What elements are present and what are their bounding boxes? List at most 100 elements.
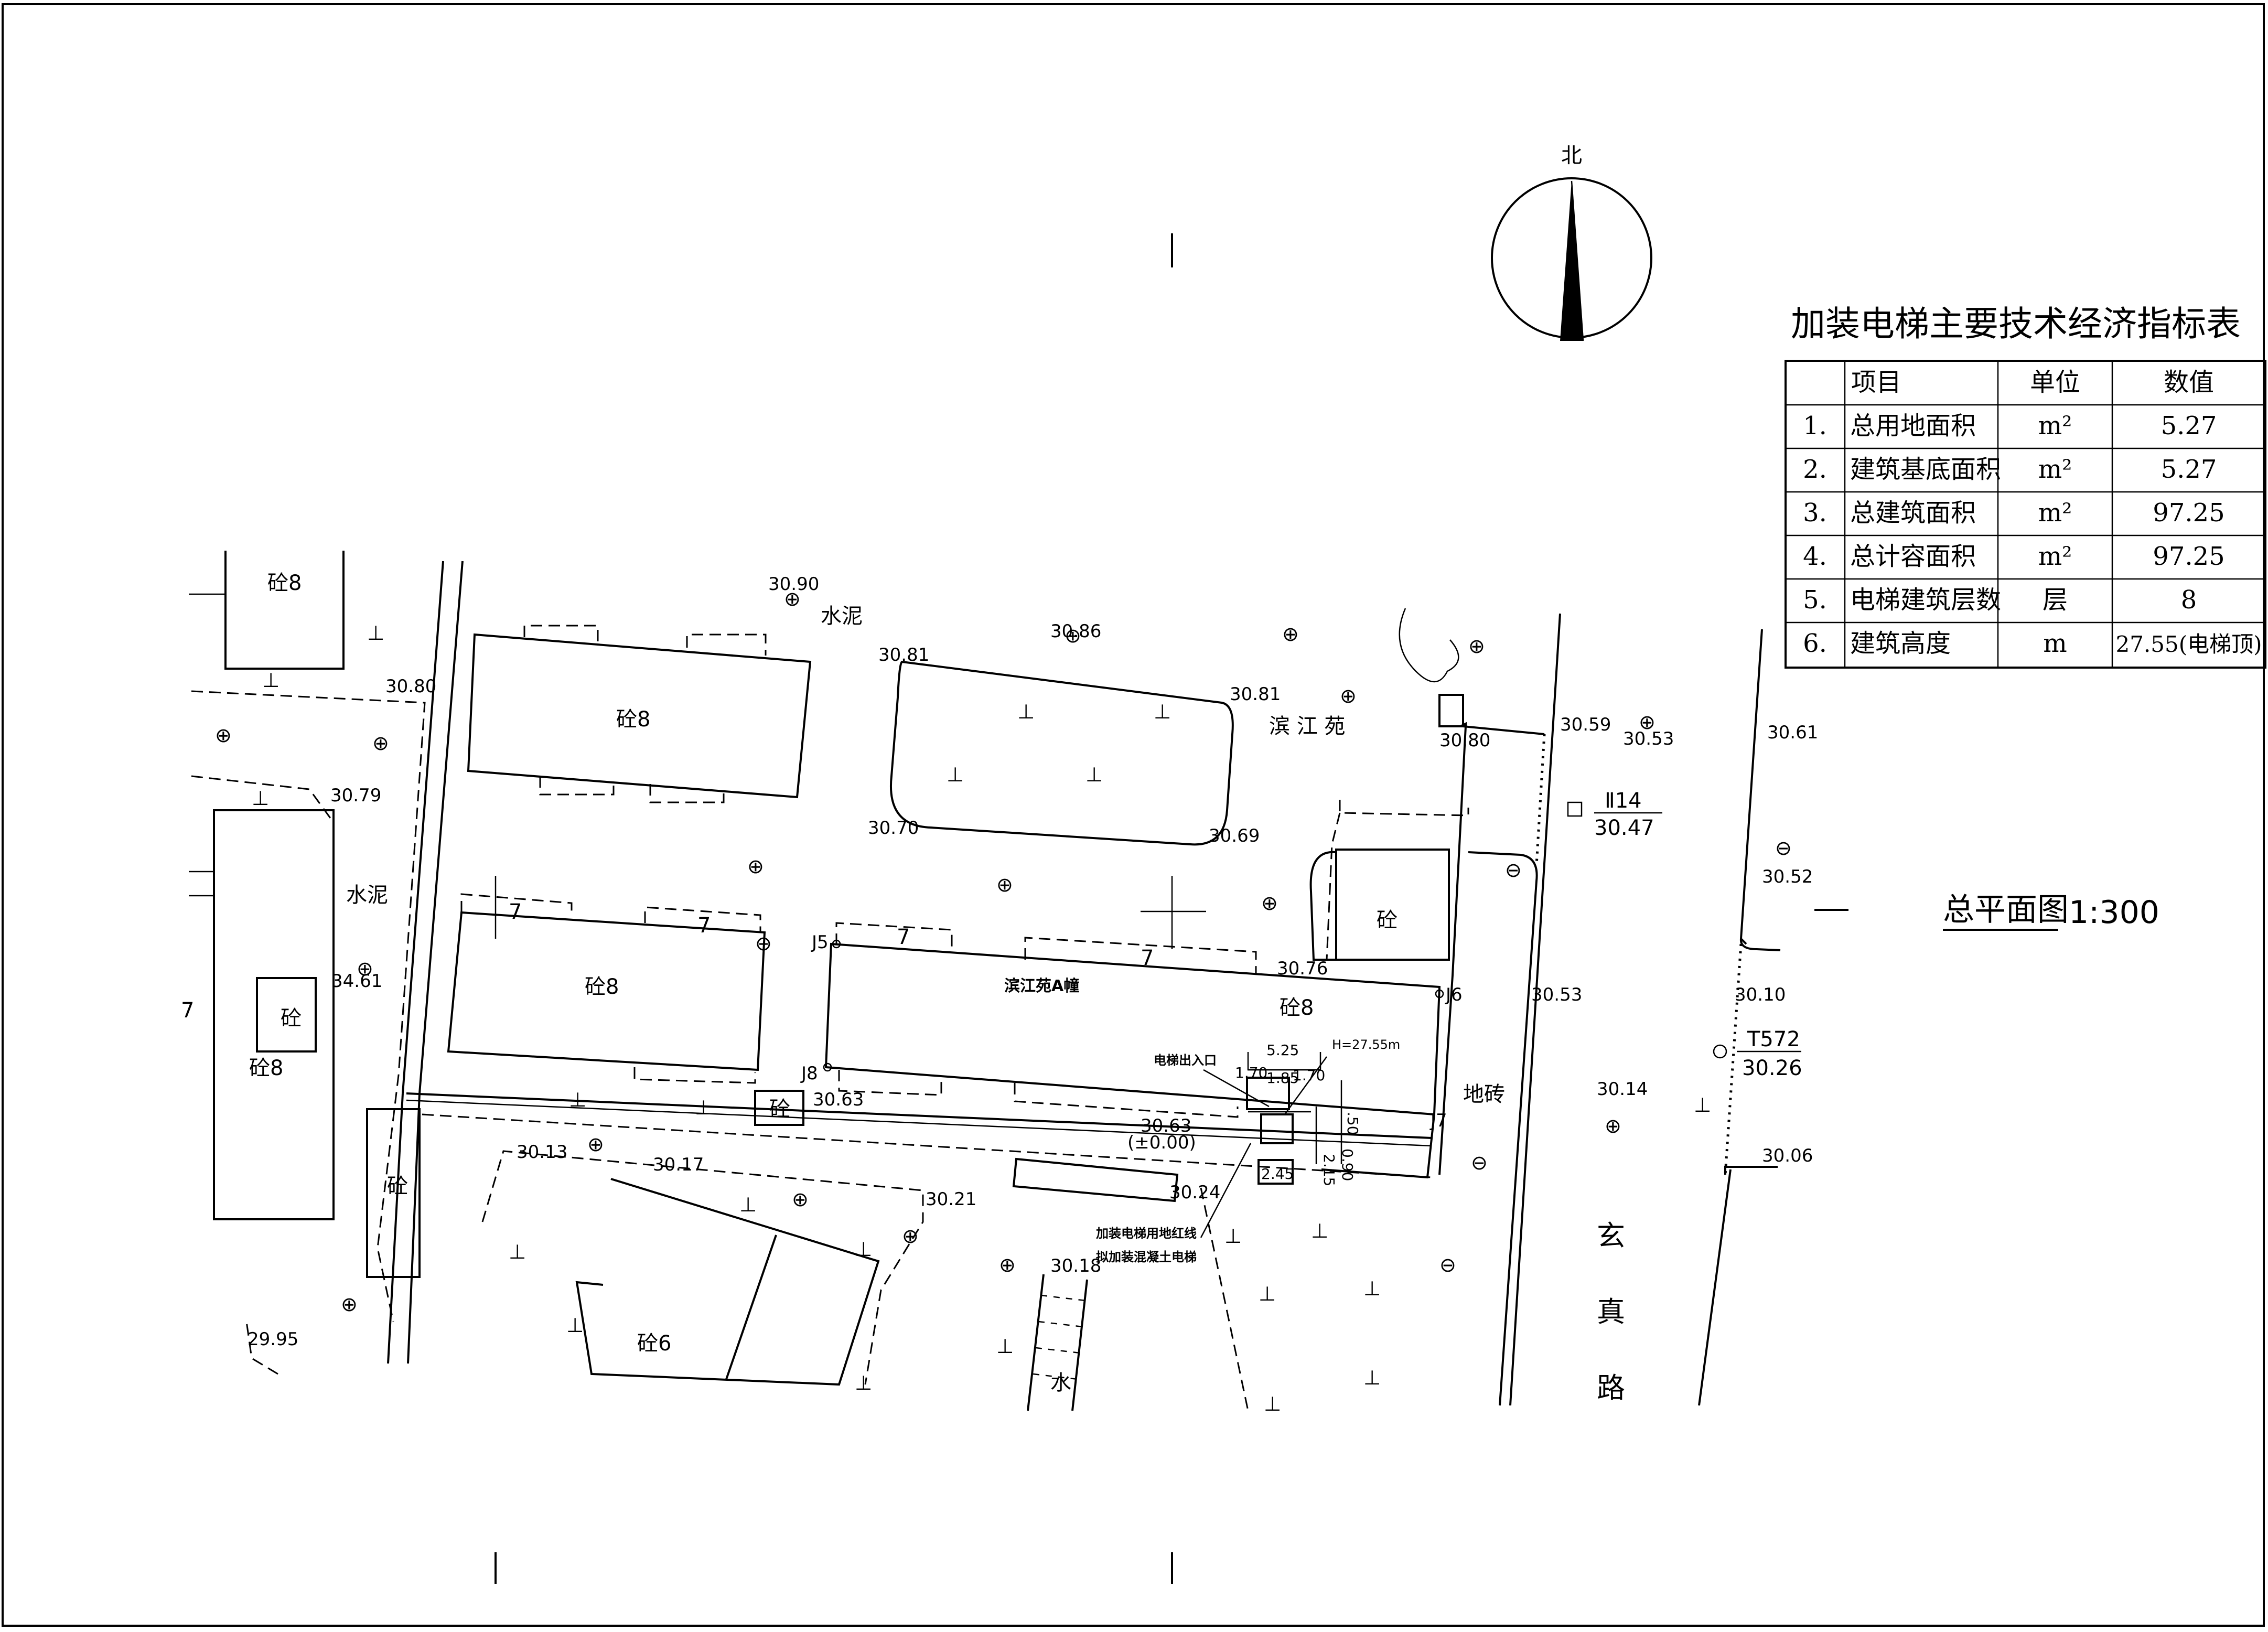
elevation: 30.79 [330, 785, 381, 806]
dimension: 0.90 [1339, 1148, 1356, 1181]
road-label: 真 [1597, 1295, 1625, 1328]
table-cell: m² [2038, 455, 2072, 484]
svg-text:⊥: ⊥ [739, 1193, 757, 1216]
table-header-unit: 单位 [2030, 368, 2080, 397]
table-cell: 5. [1803, 585, 1827, 615]
elevator-shaft [1246, 1077, 1290, 1110]
elevation: 30.59 [1560, 714, 1611, 735]
svg-text:⊕: ⊕ [996, 873, 1013, 896]
table-header-item: 项目 [1851, 368, 1901, 397]
svg-text:⊥: ⊥ [1363, 1277, 1381, 1300]
dimension: 2.15 [1320, 1154, 1338, 1186]
svg-text:⊕: ⊕ [215, 724, 232, 747]
svg-text:⊥: ⊥ [1311, 1219, 1328, 1242]
north-label: 北 [1561, 144, 1582, 168]
table-cell: m² [2038, 411, 2072, 441]
elevator-zero-level: (±0.00) [1127, 1132, 1196, 1153]
svg-text:⊥: ⊥ [509, 1240, 526, 1263]
svg-text:⊥: ⊥ [566, 1314, 584, 1337]
elevation: 29.95 [248, 1329, 298, 1350]
road-edge [402, 561, 444, 1094]
svg-text:⊕: ⊕ [372, 732, 389, 755]
elevation: 30.81 [1230, 684, 1281, 705]
elevation: 30.63 [813, 1089, 864, 1110]
small-structure [754, 1090, 804, 1126]
svg-text:⊕: ⊕ [587, 1133, 604, 1156]
table-cell: 8 [2181, 585, 2197, 615]
svg-text:⊕: ⊕ [999, 1253, 1016, 1276]
svg-text:⊥: ⊥ [367, 621, 384, 645]
building-label: 砼8 [267, 571, 302, 595]
elevation: 30.17 [653, 1154, 704, 1175]
complex-name: 滨 江 苑 [1269, 714, 1345, 738]
building-label: 砼 [1377, 908, 1398, 932]
svg-text:⊥: ⊥ [262, 669, 280, 692]
svg-text:⊥: ⊥ [695, 1096, 712, 1119]
svg-text:⊥: ⊥ [1259, 1282, 1276, 1305]
road-label: 玄 [1597, 1219, 1625, 1252]
elevation: 30.63 [1141, 1115, 1191, 1136]
elevator-height: H=27.55m [1332, 1037, 1400, 1052]
dimension-box [1257, 1159, 1294, 1185]
paving-label: 地砖 [1463, 1082, 1505, 1107]
svg-text:⊕: ⊕ [1282, 622, 1299, 646]
height-mark: 7 [1141, 946, 1154, 970]
control-point-label: J5 [811, 932, 829, 953]
elevator-entrance-label: 电梯出入口 [1154, 1053, 1217, 1068]
drawing-scale: 1:300 [2069, 894, 2159, 931]
garden-oval [890, 660, 1234, 846]
svg-text:⊖: ⊖ [1505, 858, 1522, 882]
svg-text:⊕: ⊕ [902, 1225, 919, 1248]
index-table: 加装电梯主要技术经济指标表 项目 单位 数值 1. 总用地面积 m² 5.27 … [1785, 304, 2266, 669]
drawing-title-block: 总平面图 1:300 [1943, 892, 2159, 931]
svg-text:⊕: ⊕ [341, 1293, 358, 1316]
table-header-value: 数值 [2164, 368, 2214, 397]
table-cell: 5.27 [2161, 455, 2217, 484]
dimension: 5.25 [1266, 1042, 1299, 1059]
table-cell: 建筑基底面积 [1850, 455, 2001, 484]
svg-text:⊖: ⊖ [755, 932, 772, 955]
elevation: 30.18 [1050, 1255, 1101, 1276]
table-title: 加装电梯主要技术经济指标表 [1791, 304, 2241, 344]
elevation: 34.61 [331, 971, 382, 992]
svg-text:⊕: ⊕ [1340, 684, 1357, 707]
elevation: 30.06 [1762, 1145, 1813, 1166]
svg-text:⊖: ⊖ [1775, 836, 1792, 860]
table-cell: m [2043, 629, 2067, 658]
building-label: 砼6 [637, 1332, 671, 1356]
pole-label: T572 [1747, 1027, 1800, 1051]
building-outline [575, 1178, 880, 1386]
svg-text:⊕: ⊕ [784, 587, 801, 610]
svg-text:⊥: ⊥ [1085, 763, 1103, 786]
svg-text:⊕: ⊕ [747, 855, 764, 878]
elevation: 30.52 [1762, 866, 1813, 887]
redline-note: 拟加装混凝土电梯 [1096, 1250, 1197, 1264]
svg-text:⊥: ⊥ [1264, 1392, 1281, 1415]
elevation: 30.61 [1767, 722, 1818, 743]
main-building-a [824, 942, 1441, 1116]
table-cell: 总计容面积 [1850, 542, 1976, 571]
elevation: 30.21 [926, 1189, 976, 1210]
building-outline [213, 809, 335, 1220]
elevation: 30.26 [1742, 1056, 1802, 1080]
table-cell: 建筑高度 [1850, 629, 1951, 658]
dimension: 2.45 [1261, 1165, 1294, 1183]
building-label: 砼8 [616, 707, 650, 732]
building-label: 砼8 [1280, 996, 1314, 1020]
table-cell: 97.25 [2153, 542, 2224, 571]
svg-text:⊥: ⊥ [996, 1335, 1014, 1358]
height-mark: 7 [897, 925, 910, 949]
building-label: 砼 [387, 1174, 408, 1198]
building-label: 砼 [281, 1006, 302, 1030]
elevation: 30.24 [1169, 1182, 1220, 1203]
north-arrow: 北 [1491, 144, 1652, 341]
table-cell: 27.55(电梯顶) [2115, 631, 2262, 657]
elevation: 30.86 [1050, 621, 1101, 642]
table-cell: 电梯建筑层数 [1850, 585, 2001, 615]
drawing-frame [2, 3, 2265, 1627]
table-cell: 2. [1803, 455, 1827, 484]
table-cell: 97.25 [2153, 498, 2224, 528]
dimension: 1.85 [1266, 1069, 1299, 1087]
building-outline [447, 911, 766, 1071]
